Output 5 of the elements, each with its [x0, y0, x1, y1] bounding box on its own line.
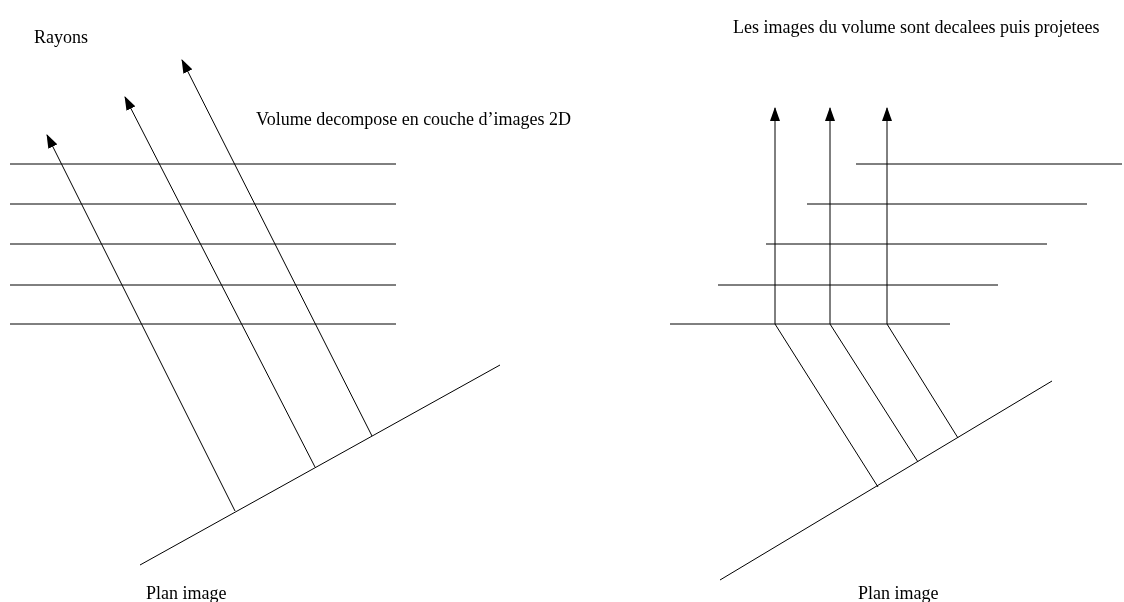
- annotation-text: Rayons: [34, 26, 89, 49]
- annotation-text: Volume decompose en couche d’images 2D: [256, 108, 573, 131]
- annotation-text: Plan image: [146, 582, 228, 602]
- annotation-text: Plan image: [858, 582, 940, 602]
- annotation-text: Les images du volume sont decalees puis projetees: [733, 16, 1101, 39]
